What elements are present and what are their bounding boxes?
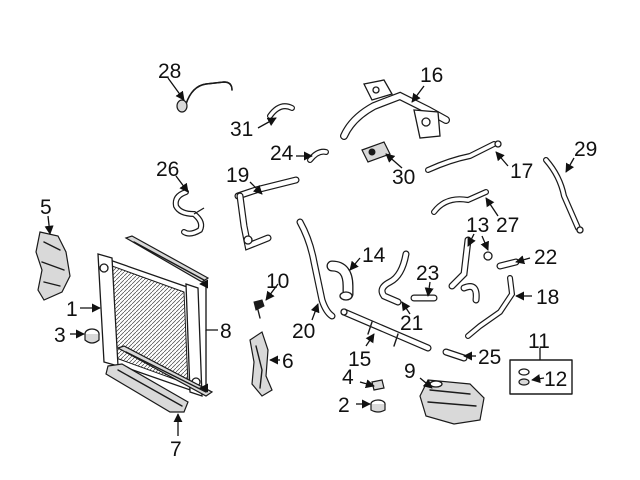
part-26-hose xyxy=(172,189,205,237)
callout-30: 30 xyxy=(392,166,415,189)
part-16-coolant-flange xyxy=(340,79,450,140)
callout-20: 20 xyxy=(292,320,315,343)
part-9-expansion-tank xyxy=(419,379,485,425)
part-17-pipe xyxy=(425,140,502,173)
callout-13: 13 xyxy=(466,214,489,237)
part-6-side-guide xyxy=(249,331,273,397)
callout-12: 12 xyxy=(544,368,567,391)
part-25-pipe xyxy=(442,348,468,362)
part-14-elbow xyxy=(326,260,354,301)
leader-lines xyxy=(44,77,575,436)
part-5-air-deflector xyxy=(35,231,71,301)
part-3-mount xyxy=(84,328,100,344)
part-13-connector xyxy=(448,236,493,304)
callout-4: 4 xyxy=(342,366,354,389)
callout-21: 21 xyxy=(400,312,423,335)
callout-19: 19 xyxy=(226,164,249,187)
part-20-hose xyxy=(296,218,336,320)
part-22-hose-end xyxy=(496,258,520,270)
callout-1: 1 xyxy=(66,298,78,321)
part-8-seal-strips xyxy=(116,235,214,397)
part-1-radiator xyxy=(97,253,203,397)
part-4-screw xyxy=(371,379,385,391)
callout-15: 15 xyxy=(348,348,371,371)
callout-14: 14 xyxy=(362,244,386,267)
part-30-thermostat xyxy=(361,141,391,163)
part-27-hose xyxy=(431,189,489,215)
callout-29: 29 xyxy=(574,138,597,161)
callout-7: 7 xyxy=(170,438,182,461)
callout-2: 2 xyxy=(338,394,350,417)
callout-18: 18 xyxy=(536,286,559,309)
part-2-cap xyxy=(370,399,386,413)
callout-5: 5 xyxy=(40,196,52,219)
callout-10: 10 xyxy=(266,270,289,293)
part-11-12-box xyxy=(509,359,573,395)
part-7-air-guide xyxy=(105,363,189,413)
part-19-pipe xyxy=(234,176,300,251)
callout-26: 26 xyxy=(156,158,179,181)
part-28-hose xyxy=(176,81,233,113)
callout-11: 11 xyxy=(528,330,550,353)
callout-31: 31 xyxy=(230,118,253,141)
callout-27: 27 xyxy=(496,214,519,237)
callout-22: 22 xyxy=(534,246,557,269)
part-24-hose xyxy=(307,148,329,163)
part-21-hose xyxy=(378,250,410,306)
part-31-hose xyxy=(267,103,295,119)
callout-16: 16 xyxy=(420,64,443,87)
part-10-bolt xyxy=(253,299,265,319)
part-29-hose xyxy=(543,157,584,234)
callout-3: 3 xyxy=(54,324,66,347)
callout-labels: 28 31 24 26 19 5 1 3 10 8 6 7 20 14 21 2… xyxy=(40,60,597,461)
callout-28: 28 xyxy=(158,60,181,83)
part-15-coolant-pipe xyxy=(340,308,432,352)
callout-8: 8 xyxy=(220,320,232,343)
callout-23: 23 xyxy=(416,262,439,285)
callout-17: 17 xyxy=(510,160,533,183)
part-18-hose xyxy=(465,275,516,339)
callout-25: 25 xyxy=(478,346,501,369)
callout-6: 6 xyxy=(282,350,294,373)
callout-9: 9 xyxy=(404,360,416,383)
callout-24: 24 xyxy=(270,142,294,165)
